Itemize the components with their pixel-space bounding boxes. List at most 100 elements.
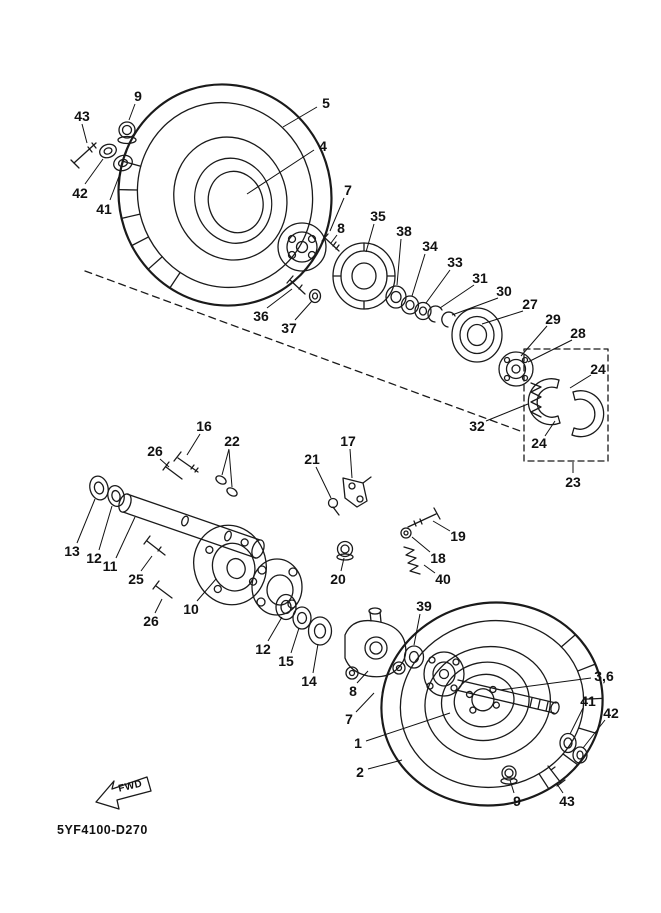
hub-29-28 — [498, 351, 534, 387]
leader-line — [432, 520, 451, 532]
leader-line — [329, 197, 345, 232]
callout-7: 7 — [345, 711, 353, 727]
callout-26: 26 — [147, 443, 163, 459]
washer-34 — [400, 295, 420, 315]
diagram-line-art — [70, 83, 609, 810]
callout-42: 42 — [72, 185, 88, 201]
leader-line — [140, 555, 153, 572]
brake-drum — [332, 242, 396, 310]
callout-38: 38 — [396, 223, 412, 239]
bolt-43-bottom — [547, 765, 566, 787]
callout-34: 34 — [422, 238, 438, 254]
leader-line — [355, 692, 375, 713]
brake-shoe-detail-box — [523, 348, 609, 462]
leader-line — [527, 339, 573, 363]
callout-41: 41 — [580, 693, 596, 709]
callout-2: 2 — [356, 764, 364, 780]
tire-top — [117, 83, 333, 307]
leader-line — [367, 759, 403, 770]
bolt-43-top — [70, 142, 97, 169]
leader-line — [76, 498, 96, 544]
circlip-30 — [441, 311, 456, 328]
bearing-27 — [451, 307, 503, 363]
leader-line — [569, 707, 584, 735]
leader-line — [294, 300, 313, 321]
callout-40: 40 — [435, 571, 451, 587]
callout-35: 35 — [370, 208, 386, 224]
callout-27: 27 — [522, 296, 538, 312]
callout-4: 4 — [319, 138, 327, 154]
seal-13 — [89, 475, 109, 501]
wheel-hub-face — [277, 222, 327, 272]
seal-15 — [292, 606, 312, 630]
callout-31: 31 — [472, 270, 488, 286]
diagram-code: 5YF4100-D270 — [57, 823, 148, 837]
group-dashed-line — [84, 270, 524, 433]
leader-line — [290, 627, 300, 654]
leader-line — [349, 448, 353, 479]
leader-line — [246, 149, 315, 195]
leader-line — [499, 677, 592, 691]
bearing-14 — [307, 616, 333, 646]
callout-42: 42 — [603, 705, 619, 721]
spring-32 — [530, 382, 542, 418]
brake-lever-17 — [342, 476, 372, 508]
leader-line — [98, 505, 113, 551]
callout-10: 10 — [183, 601, 199, 617]
leader-line — [154, 598, 163, 614]
leader-line — [520, 325, 548, 357]
leader-line — [365, 223, 375, 253]
callout-8: 8 — [337, 220, 345, 236]
callout-22: 22 — [224, 433, 240, 449]
leader-line — [396, 238, 402, 286]
washer-12-mid — [275, 593, 297, 621]
nut-20 — [336, 540, 354, 561]
leader-line — [312, 643, 319, 674]
callout-20: 20 — [330, 571, 346, 587]
callout-33: 33 — [447, 254, 463, 270]
washer-42-top — [99, 143, 117, 159]
callout-25: 25 — [128, 571, 144, 587]
washer-33 — [414, 301, 432, 321]
callout-18: 18 — [430, 550, 446, 566]
leader-line — [128, 103, 136, 121]
callout-3-6: 3,6 — [594, 668, 614, 684]
bolt-16 — [173, 451, 199, 473]
fwd-arrow — [95, 776, 152, 810]
leader-line — [413, 613, 421, 646]
callout-26: 26 — [143, 613, 159, 629]
spring-40 — [403, 546, 421, 575]
callout-19: 19 — [450, 528, 466, 544]
leader-line — [423, 564, 436, 574]
leader-line — [509, 779, 515, 794]
callout-30: 30 — [496, 283, 512, 299]
leader-line — [266, 288, 293, 309]
leader-line — [221, 448, 230, 476]
tire-bottom — [380, 601, 604, 807]
washer-41-bottom — [559, 732, 577, 754]
callout-5: 5 — [322, 95, 330, 111]
leader-line — [356, 670, 369, 684]
axle-tube-11 — [118, 493, 265, 559]
clips-22 — [215, 475, 238, 497]
callout-16: 16 — [196, 418, 212, 434]
callout-9: 9 — [134, 88, 142, 104]
callout-32: 32 — [469, 418, 485, 434]
bolt-8-top — [321, 233, 340, 252]
callout-9: 9 — [513, 793, 521, 809]
leader-line — [451, 297, 499, 316]
callout-43: 43 — [559, 793, 575, 809]
callout-17: 17 — [340, 433, 356, 449]
leader-line — [544, 420, 556, 437]
bolt-19 — [407, 507, 441, 528]
callout-41: 41 — [96, 201, 112, 217]
nut-9-bottom — [500, 765, 518, 785]
callout-43: 43 — [74, 108, 90, 124]
callout-12: 12 — [86, 550, 102, 566]
leader-line — [196, 578, 217, 602]
leader-line — [81, 123, 88, 144]
bolt-26-lower — [152, 580, 173, 599]
callout-12: 12 — [255, 641, 271, 657]
callout-8: 8 — [349, 683, 357, 699]
